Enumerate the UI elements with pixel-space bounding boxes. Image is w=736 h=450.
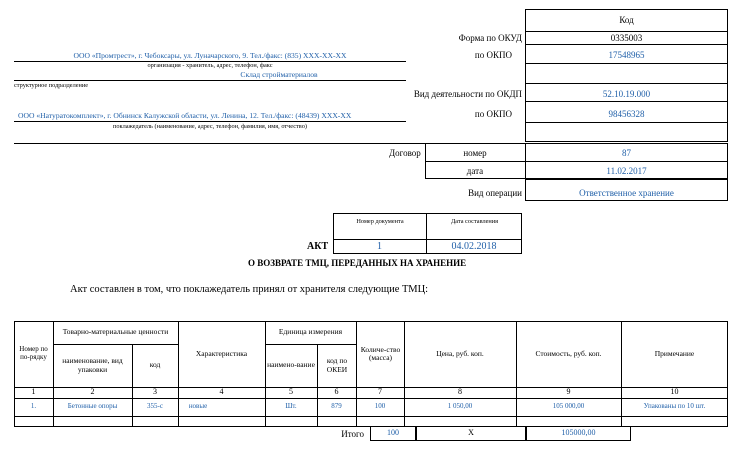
okud-value: 0335003 (610, 33, 643, 43)
total-qty-box (370, 426, 416, 441)
operation-box (525, 179, 728, 201)
row-okei: 879 (331, 402, 342, 411)
act-date-header: Дата составления (450, 218, 499, 225)
act-title: АКТ (307, 241, 329, 252)
total-cost: 105000,00 (561, 428, 596, 438)
depositor-caption: поклажедатель (наименование, адрес, теле… (113, 123, 307, 130)
act-date: 04.02.2018 (451, 241, 497, 252)
row-price: 1 050,00 (447, 402, 473, 411)
hdr-qty: Количе-ство (масса) (360, 344, 401, 362)
operation-value: Ответственное хранение (579, 188, 674, 198)
colnum-8: 8 (458, 387, 462, 397)
colnum-4: 4 (219, 387, 224, 397)
row-note: Упакованы по 10 шт. (643, 402, 706, 411)
operation-label: Вид операции (468, 188, 522, 198)
okdp-value: 52.10.19.000 (602, 89, 651, 99)
total-label: Итого (341, 429, 364, 439)
hdr-code: код (149, 360, 161, 370)
hdr-price: Цена, руб. коп. (436, 348, 484, 358)
colnum-3: 3 (153, 387, 157, 397)
row-name: Бетонные опоры (67, 402, 118, 411)
hdr-num: Номер по по-рядку (19, 345, 48, 361)
row-cost: 105 000,00 (552, 402, 585, 411)
contract-date-label: дата (466, 166, 484, 176)
hdr-char: Характеристика (195, 348, 248, 358)
keeper-org-caption: организация - хранитель, адрес, телефон,… (147, 62, 273, 69)
act-intro: Акт составлен в том, что поклажедатель п… (70, 284, 429, 295)
keeper-division: Склад стройматериалов (240, 70, 318, 79)
okpo2-label: по ОКПО (474, 109, 512, 119)
hdr-note: Примечание (654, 348, 695, 358)
hdr-cost: Стоимость, руб. коп. (535, 348, 602, 358)
row-code: 355-с (147, 402, 163, 411)
okpo1-value: 17548965 (608, 50, 645, 60)
row-num: 1. (30, 402, 37, 411)
keeper-org: ООО «Промтрест», г. Чебоксары, ул. Лунач… (73, 51, 347, 60)
hdr-unit: Единица измерения (278, 327, 343, 337)
contract-number-value: 87 (622, 148, 631, 158)
act-subtitle: О ВОЗВРАТЕ ТМЦ, ПЕРЕДАННЫХ НА ХРАНЕНИЕ (248, 258, 467, 268)
okpo2-value: 98456328 (608, 109, 645, 119)
okud-label: Форма по ОКУД (458, 33, 522, 43)
colnum-6: 6 (334, 387, 339, 397)
act-num-header: Номер документа (356, 218, 404, 225)
contract-label: Договор (389, 148, 421, 158)
total-price-box (416, 426, 526, 441)
colnum-5: 5 (289, 387, 293, 397)
depositor-org: ООО «Натуратокомплект», г. Обнинск Калуж… (18, 111, 352, 120)
okdp-label: Вид деятельности по ОКДП (413, 89, 522, 99)
hdr-unit-name: наимено-вание (267, 360, 315, 370)
total-price: Х (468, 428, 474, 438)
codes-box (525, 9, 728, 142)
hdr-tmc: Товарно-материальные ценности (62, 327, 169, 337)
contract-date-value: 11.02.2017 (606, 166, 647, 176)
colnum-10: 10 (670, 387, 679, 397)
codes-header: Код (619, 15, 634, 25)
total-cost-box (526, 426, 631, 441)
act-number: 1 (377, 241, 382, 252)
row-qty: 100 (374, 402, 386, 411)
colnum-1: 1 (31, 387, 36, 397)
row-char: новые (188, 402, 208, 411)
contract-number-label: номер (463, 148, 487, 158)
colnum-7: 7 (378, 387, 382, 397)
keeper-division-caption: структурное подразделение (14, 82, 89, 89)
okpo1-label: по ОКПО (474, 50, 512, 60)
row-unit: Шт. (285, 402, 297, 411)
colnum-2: 2 (90, 387, 95, 397)
total-qty: 100 (387, 428, 399, 438)
hdr-name: наименование, вид упаковки (62, 356, 123, 374)
act-doc-box (333, 213, 522, 254)
colnum-9: 9 (566, 387, 571, 397)
hdr-okei: код по ОКЕИ (326, 356, 348, 374)
